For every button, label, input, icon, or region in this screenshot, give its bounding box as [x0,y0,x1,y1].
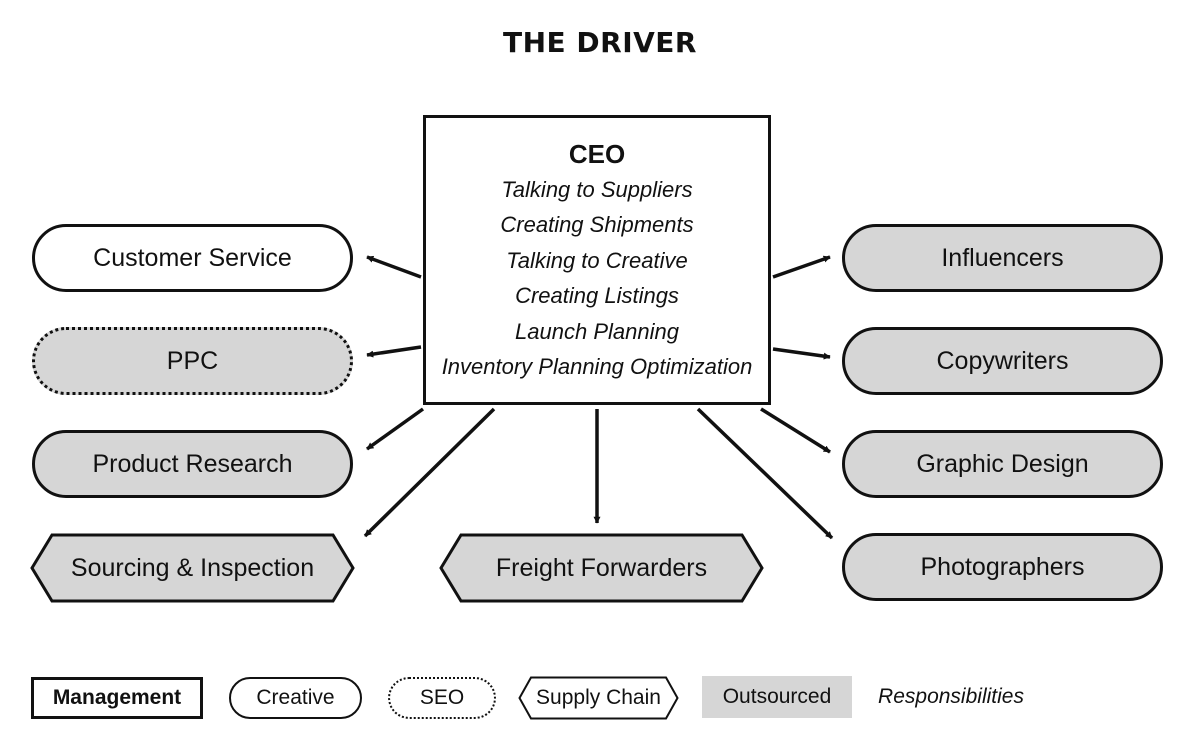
node-freight-forwarders: Freight Forwarders [439,533,764,603]
legend-creative: Creative [229,677,362,719]
legend-supply-chain: Supply Chain [518,676,679,720]
legend-label: Outsourced [722,685,832,708]
arrow-to-influencers [772,255,831,279]
node-label: Graphic Design [916,449,1089,478]
node-label: Sourcing & Inspection [70,553,315,582]
node-label: Copywriters [936,346,1069,375]
responsibility-item: Inventory Planning Optimization [441,354,753,379]
node-customer-service: Customer Service [32,224,353,292]
legend-management: Management [31,677,203,719]
node-graphic-design: Graphic Design [842,430,1163,498]
node-photographers: Photographers [842,533,1163,601]
node-product-research: Product Research [32,430,353,498]
node-label: Customer Service [93,243,292,272]
arrow-to-copywriters [772,347,831,360]
arrow-to-ppc [366,345,422,358]
node-copywriters: Copywriters [842,327,1163,395]
node-label: Influencers [941,243,1064,272]
legend-seo: SEO [388,677,496,719]
responsibility-item: Creating Shipments [500,212,694,237]
legend-label: Management [52,686,182,709]
responsibility-item: Creating Listings [515,283,679,308]
ceo-title: CEO [568,138,626,169]
arrow-to-graphic-design [760,407,831,454]
node-label: Freight Forwarders [495,553,708,582]
ceo-box: CEO Talking to Suppliers Creating Shipme… [423,115,771,405]
diagram-title: THE DRIVER [503,26,697,59]
node-label: Product Research [92,449,293,478]
node-ppc: PPC [32,327,353,395]
hexagon-shape [439,533,764,603]
responsibility-item: Talking to Suppliers [501,176,693,202]
legend-label: Responsibilities [878,685,1024,708]
legend-outsourced: Outsourced [702,676,852,718]
legend-label: SEO [419,686,465,709]
node-sourcing-inspection: Sourcing & Inspection [30,533,355,603]
node-label: Photographers [920,552,1085,581]
arrow-to-product-research [365,407,425,451]
legend-label: Supply Chain [536,686,661,709]
node-influencers: Influencers [842,224,1163,292]
hexagon-shape [30,533,355,603]
responsibility-item: Launch Planning [515,318,679,344]
arrow-to-sourcing-inspection [363,407,496,538]
arrow-to-photographers [696,407,834,540]
hexagon-shape [518,676,679,720]
arrow-to-customer-service [366,255,422,279]
legend-label: Creative [256,686,335,709]
node-label: PPC [166,346,219,375]
legend-responsibilities: Responsibilities [876,676,1026,718]
responsibility-item: Talking to Creative [506,247,688,273]
